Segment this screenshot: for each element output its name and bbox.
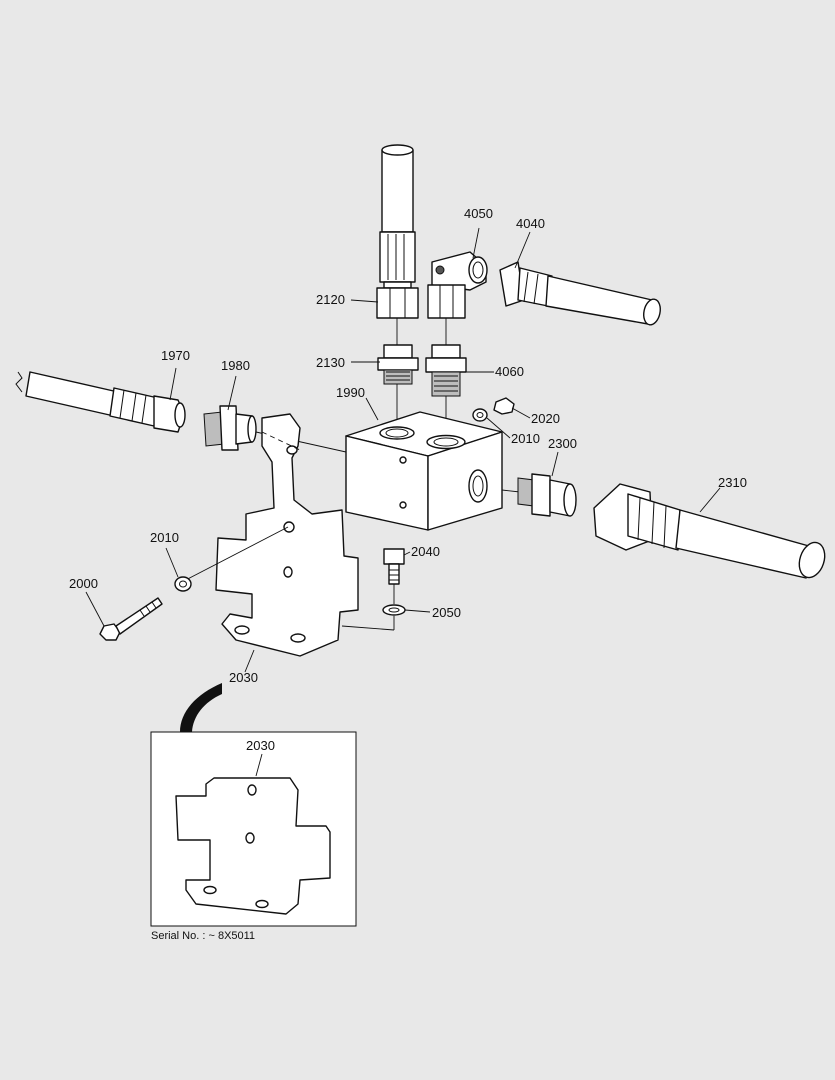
- hose-2310: [593, 483, 826, 579]
- label-2130: 2130: [316, 355, 345, 370]
- fitting-1980: [203, 405, 257, 451]
- manifold-block-1990: [345, 411, 503, 531]
- label-2020: 2020: [531, 411, 560, 426]
- inset-callout-arrow: [180, 683, 222, 732]
- fitting-2300: [501, 473, 577, 517]
- bolt-2020: [493, 397, 515, 415]
- hose-1970: [15, 371, 186, 433]
- bracket-2030: [215, 413, 359, 657]
- washer-2010-top: [472, 408, 488, 422]
- label-4040: 4040: [516, 216, 545, 231]
- bolt-2000: [99, 597, 163, 641]
- label-1970: 1970: [161, 348, 190, 363]
- label-2030-inset: 2030: [246, 738, 275, 753]
- label-2030-main: 2030: [229, 670, 258, 685]
- label-1980: 1980: [221, 358, 250, 373]
- label-2010-top: 2010: [511, 431, 540, 446]
- bolt-2040: [383, 548, 405, 585]
- fitting-4060: [425, 344, 467, 397]
- label-2120: 2120: [316, 292, 345, 307]
- label-1990: 1990: [336, 385, 365, 400]
- elbow-4050: [427, 251, 488, 319]
- label-2310: 2310: [718, 475, 747, 490]
- label-2300: 2300: [548, 436, 577, 451]
- inset-serial-caption: Serial No. : ~ 8X5011: [151, 930, 255, 942]
- label-4050: 4050: [464, 206, 493, 221]
- hose-4040: [499, 261, 661, 326]
- washer-2010-bottom: [174, 576, 192, 592]
- fitting-2130: [377, 344, 419, 385]
- label-2000: 2000: [69, 576, 98, 591]
- label-2040: 2040: [411, 544, 440, 559]
- label-2010-bottom: 2010: [150, 530, 179, 545]
- label-2050: 2050: [432, 605, 461, 620]
- inset-box: 2030: [150, 731, 357, 927]
- label-4060: 4060: [495, 364, 524, 379]
- vertical-hose: [376, 144, 419, 319]
- washer-2050: [382, 604, 406, 616]
